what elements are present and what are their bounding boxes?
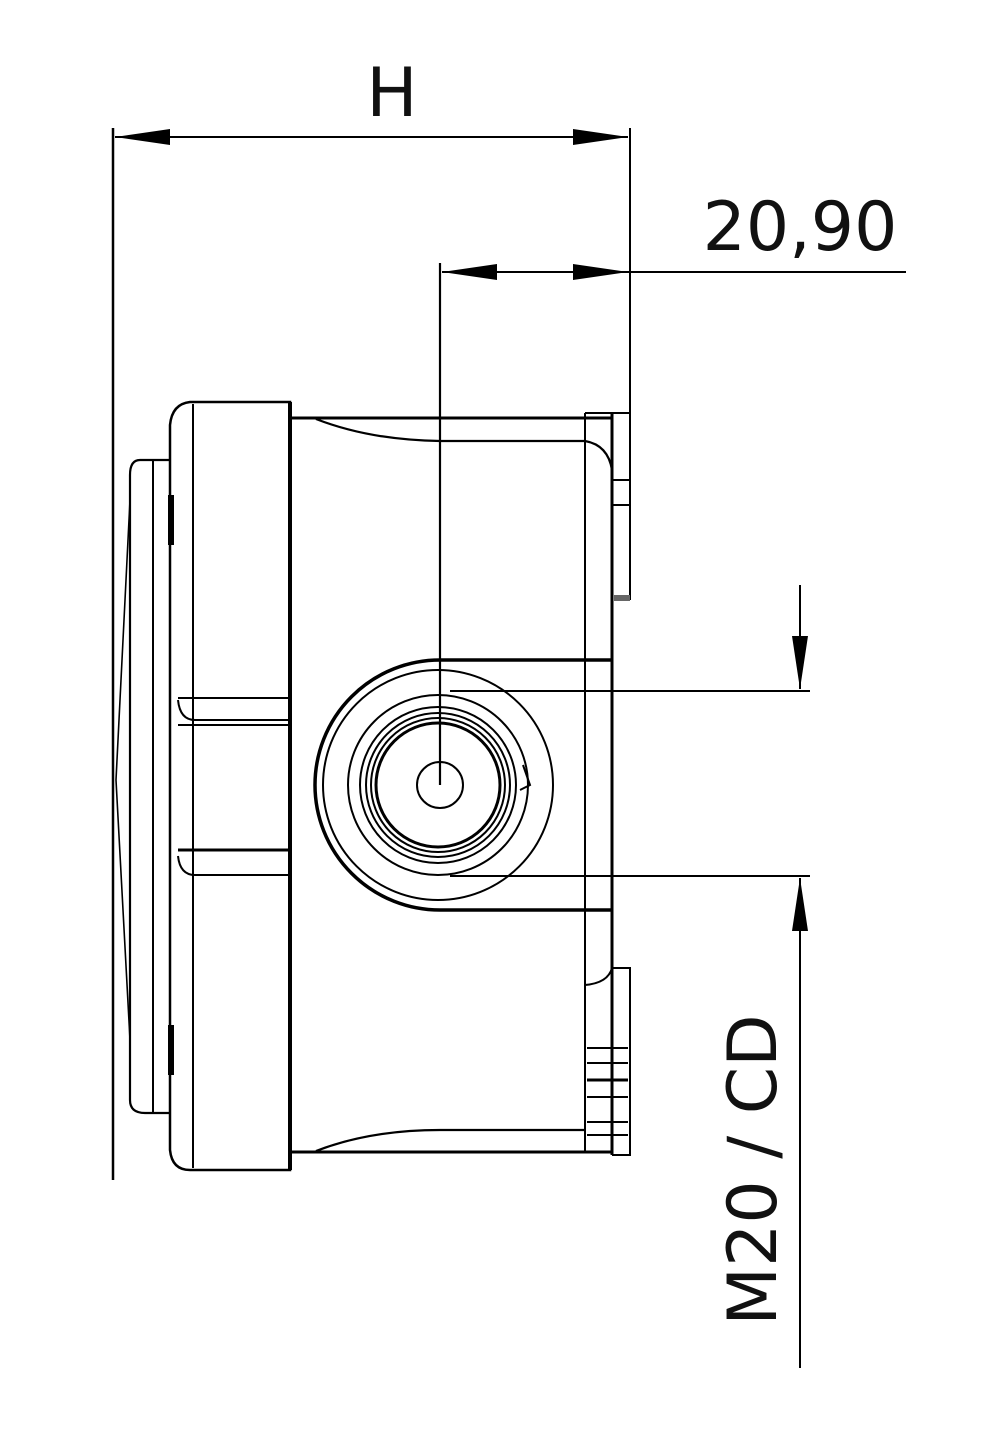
arrow-right-icon <box>573 129 628 145</box>
arrow-right-icon <box>573 264 628 280</box>
dimension-label-20-90: 20,90 <box>703 188 898 267</box>
lid-seal <box>115 458 174 1115</box>
center-mark <box>416 761 464 809</box>
arrow-left-icon <box>442 264 497 280</box>
box-body <box>292 412 631 1156</box>
arrow-up-icon <box>792 878 808 931</box>
dimension-20-90 <box>438 263 906 785</box>
dimension-h <box>111 128 631 1180</box>
dimension-m20 <box>450 585 810 1368</box>
arrow-left-icon <box>115 129 170 145</box>
cable-entry <box>313 658 612 912</box>
arrow-down-icon <box>792 636 808 689</box>
dimension-label-m20: M20 / CD <box>714 1014 793 1325</box>
lid-body <box>168 400 292 1172</box>
dimension-label-h: H <box>366 54 417 133</box>
